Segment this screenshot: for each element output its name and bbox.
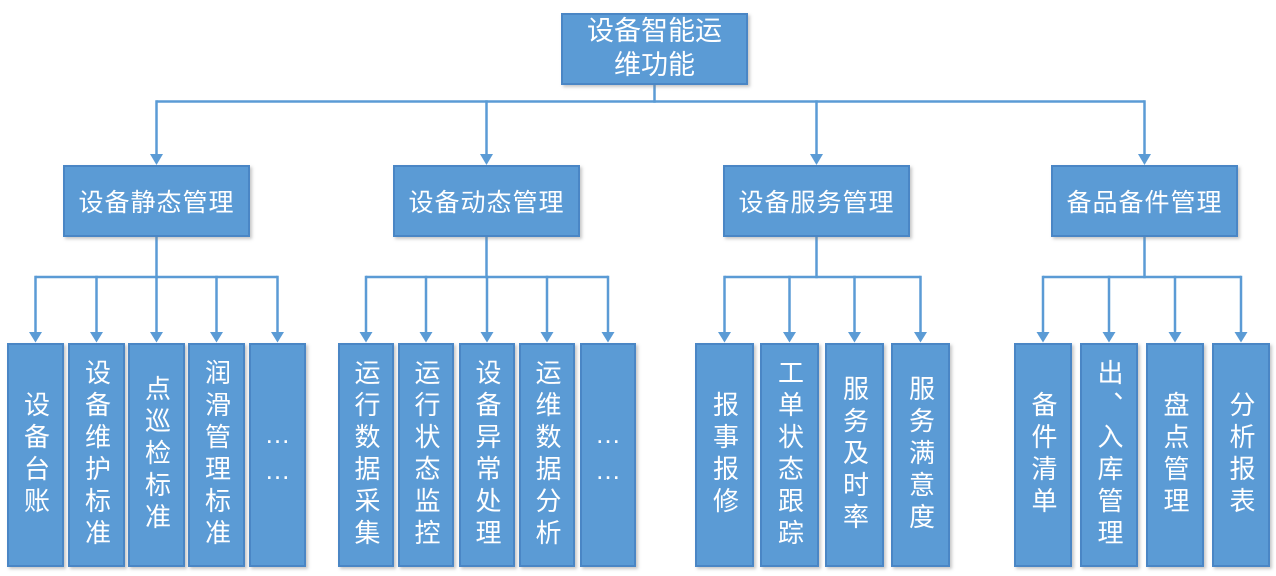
arrowhead-down-icon [1168,332,1182,343]
arrowhead-down-icon [540,332,554,343]
leaf-label: 设备维护标准 [81,359,112,551]
group4-connector-arrowheads [1036,332,1248,343]
arrowhead-down-icon [1138,154,1151,165]
arrowhead-down-icon [914,332,927,343]
root-connector-arrowheads [150,154,1151,165]
node-leaf: 备件清单 [1014,343,1072,567]
arrowhead-down-icon [601,332,615,343]
node-leaf: 设备台账 [7,343,64,567]
node-leaf-ellipsis: …… [580,343,636,567]
arrowhead-down-icon [210,332,223,343]
group2-connector-arrowheads [359,332,615,343]
node-leaf: 润滑管理标准 [188,343,245,567]
node-leaf: 设备维护标准 [68,343,125,567]
leaf-label: 点巡检标准 [141,375,172,535]
node-spares-management: 备品备件管理 [1051,165,1238,237]
leaf-label: 工单状态跟踪 [774,359,805,551]
leaf-label: 备件清单 [1028,391,1058,519]
group3-connector-arrowheads [718,332,927,343]
node-leaf: 设备异常处理 [459,343,515,567]
group1-connector-lines [34,237,279,333]
group4-connector-lines [1041,237,1243,333]
arrowhead-down-icon [1102,332,1116,343]
leaf-label: 运行状态监控 [411,359,441,551]
arrowhead-down-icon [419,332,433,343]
arrowhead-down-icon [271,332,284,343]
node-dynamic-management: 设备动态管理 [393,165,580,237]
leaf-label: 服务及时率 [839,375,870,535]
leaf-label: 分析报表 [1226,391,1256,519]
arrowhead-down-icon [480,154,493,165]
group1-connector-arrowheads [29,332,284,343]
node-service-management: 设备服务管理 [723,165,910,237]
arrowhead-down-icon [480,332,494,343]
node-leaf-ellipsis: …… [249,343,306,567]
arrowhead-down-icon [150,154,163,165]
leaf-label: 服务满意度 [905,375,936,535]
arrowhead-down-icon [1234,332,1248,343]
leaf-label: 出、入库管理 [1094,359,1124,551]
arrowhead-down-icon [718,332,731,343]
leaf-label: …… [593,419,623,491]
arrowhead-down-icon [783,332,796,343]
leaf-label: 设备异常处理 [472,359,502,551]
leaf-label: 报事报修 [709,391,740,519]
arrowhead-down-icon [90,332,103,343]
node-leaf: 运行状态监控 [398,343,454,567]
node-leaf: 工单状态跟踪 [760,343,819,567]
arrowhead-down-icon [1036,332,1050,343]
leaf-label: 运维数据分析 [532,359,562,551]
arrowhead-down-icon [359,332,373,343]
leaf-label: 运行数据采集 [351,359,381,551]
node-leaf: 出、入库管理 [1080,343,1138,567]
root-connector-lines [155,85,1146,155]
leaf-label: 设备台账 [20,391,51,519]
arrowhead-down-icon [150,332,163,343]
arrowhead-down-icon [848,332,861,343]
node-leaf: 运维数据分析 [519,343,575,567]
node-leaf: 分析报表 [1212,343,1270,567]
arrowhead-down-icon [29,332,42,343]
node-leaf: 服务及时率 [825,343,884,567]
node-static-management: 设备静态管理 [63,165,250,237]
leaf-label: …… [262,419,293,491]
node-leaf: 服务满意度 [891,343,950,567]
group2-connector-lines [364,237,610,333]
node-root-title: 设备智能运 维功能 [561,13,748,85]
node-leaf: 点巡检标准 [128,343,185,567]
leaf-label: 盘点管理 [1160,391,1190,519]
arrowhead-down-icon [810,154,823,165]
leaf-label: 润滑管理标准 [201,359,232,551]
node-leaf: 运行数据采集 [338,343,394,567]
node-leaf: 报事报修 [695,343,754,567]
group3-connector-lines [723,237,922,333]
node-leaf: 盘点管理 [1146,343,1204,567]
